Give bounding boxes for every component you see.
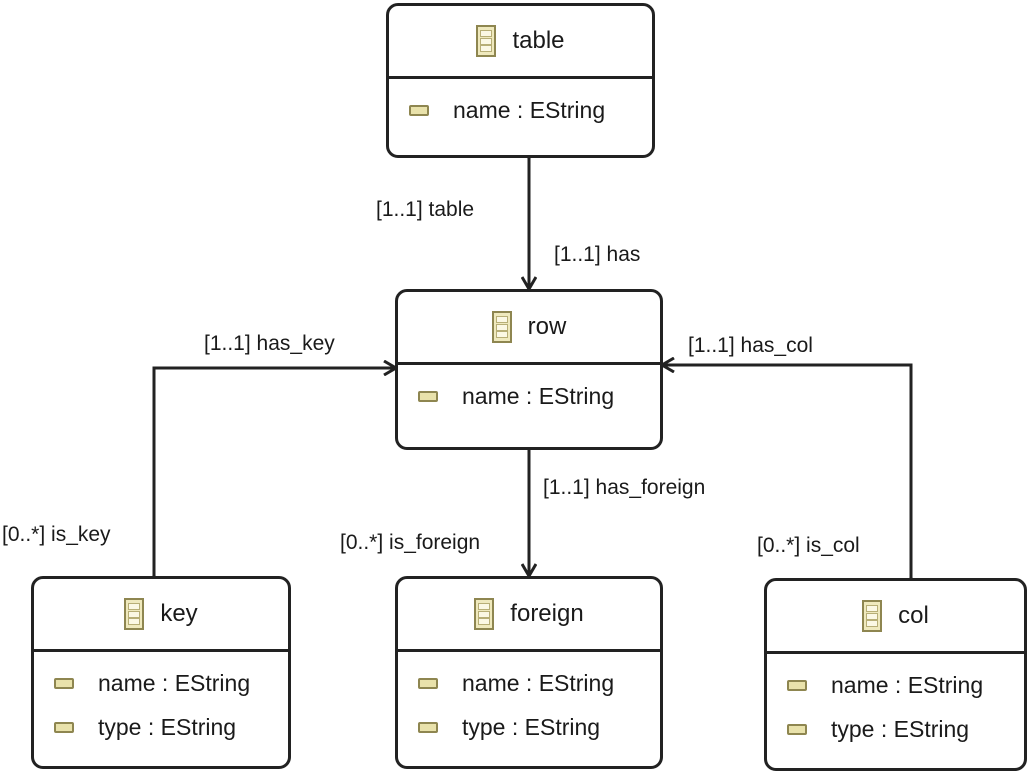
- attribute-label: name : EString: [831, 671, 984, 698]
- class-foreign-header: foreign: [398, 579, 660, 652]
- label-has-foreign: [1..1] has_foreign: [543, 476, 706, 499]
- eattribute-icon: [418, 677, 438, 689]
- class-foreign[interactable]: foreign name : EString type : EString: [395, 576, 663, 769]
- attribute-label: name : EString: [462, 669, 615, 696]
- class-col-header: col: [767, 581, 1024, 654]
- class-table-name: table: [512, 27, 565, 54]
- eattribute-icon: [787, 723, 807, 735]
- class-key-name: key: [160, 600, 198, 627]
- eclass-icon: [124, 598, 145, 630]
- class-row-name: row: [527, 313, 567, 340]
- class-col-name: col: [898, 602, 929, 629]
- eclass-icon: [476, 25, 497, 57]
- attribute-label: name : EString: [453, 96, 606, 123]
- attribute-label: type : EString: [831, 715, 970, 742]
- class-key-header: key: [34, 579, 288, 652]
- label-has-col: [1..1] has_col: [688, 334, 813, 357]
- eclass-icon: [491, 311, 512, 343]
- attribute-label: name : EString: [462, 382, 615, 409]
- attribute-row[interactable]: type : EString: [398, 705, 660, 749]
- label-table-has: [1..1] has: [554, 243, 641, 266]
- eattribute-icon: [418, 390, 438, 402]
- label-is-col: [0..*] is_col: [757, 534, 860, 557]
- class-table-header: table: [389, 6, 652, 79]
- class-row-header: row: [398, 292, 660, 365]
- class-col[interactable]: col name : EString type : EString: [764, 578, 1027, 771]
- attribute-row[interactable]: name : EString: [398, 661, 660, 705]
- attribute-row[interactable]: name : EString: [34, 661, 288, 705]
- class-table[interactable]: table name : EString: [386, 3, 655, 158]
- eattribute-icon: [54, 677, 74, 689]
- attribute-row[interactable]: type : EString: [767, 707, 1024, 751]
- eclass-icon: [474, 598, 495, 630]
- edge-key-row: [154, 368, 396, 576]
- attribute-row[interactable]: name : EString: [389, 88, 652, 132]
- label-is-foreign: [0..*] is_foreign: [340, 531, 481, 554]
- attribute-row[interactable]: name : EString: [398, 374, 660, 418]
- eattribute-icon: [54, 721, 74, 733]
- label-has-key: [1..1] has_key: [204, 332, 335, 355]
- attribute-label: name : EString: [98, 669, 251, 696]
- eattribute-icon: [787, 679, 807, 691]
- class-row[interactable]: row name : EString: [395, 289, 663, 450]
- label-is-key: [0..*] is_key: [2, 523, 111, 546]
- attribute-row[interactable]: name : EString: [767, 663, 1024, 707]
- eattribute-icon: [409, 104, 429, 116]
- label-row-table: [1..1] table: [376, 198, 475, 221]
- class-foreign-name: foreign: [510, 600, 584, 627]
- attribute-label: type : EString: [462, 713, 601, 740]
- class-key[interactable]: key name : EString type : EString: [31, 576, 291, 769]
- eclass-icon: [862, 600, 883, 632]
- attribute-row[interactable]: type : EString: [34, 705, 288, 749]
- edge-col-row: [662, 365, 911, 578]
- eattribute-icon: [418, 721, 438, 733]
- attribute-label: type : EString: [98, 713, 237, 740]
